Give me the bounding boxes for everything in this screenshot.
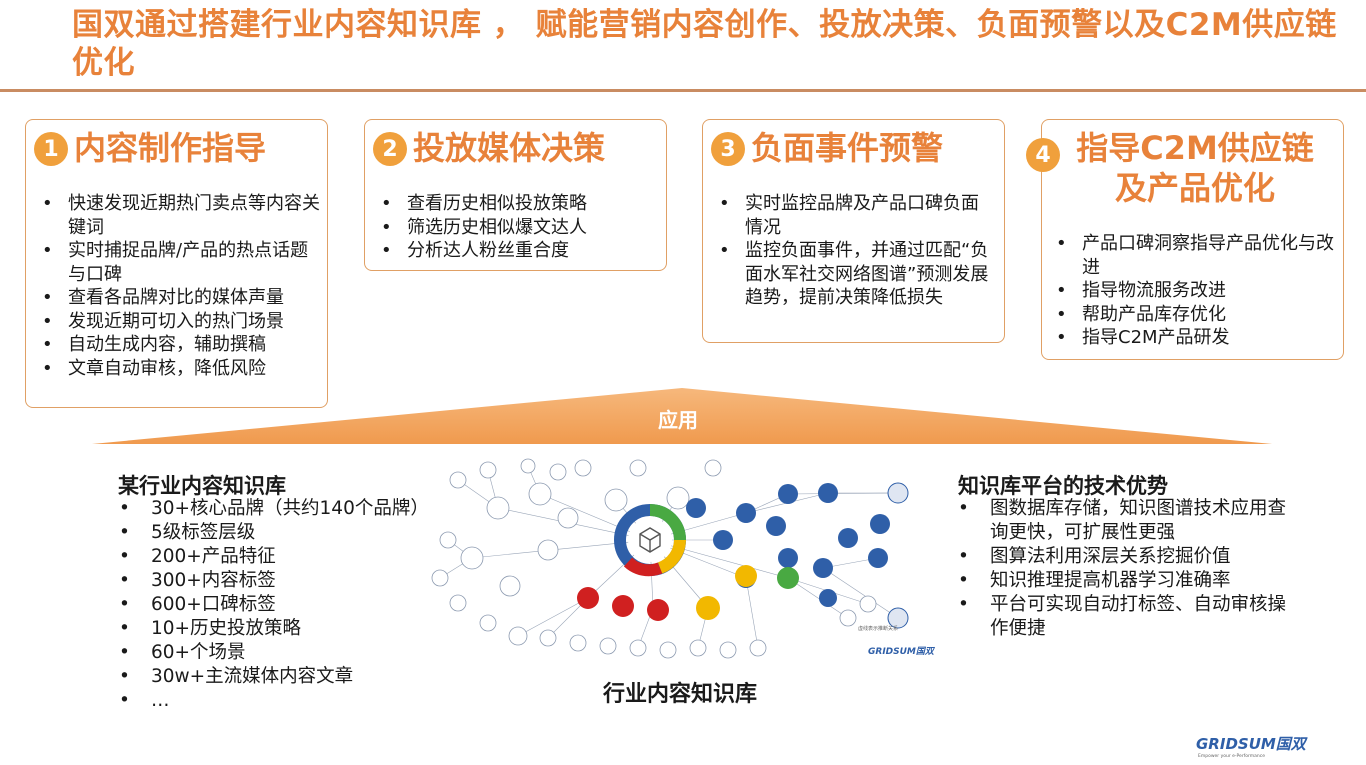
card-content-guidance: 1 内容制作指导 快速发现近期热门卖点等内容关键词 实时捕捉品牌/产品的热点话题… <box>25 119 328 408</box>
platform-advantages-list: 图数据库存储，知识图谱技术应用查询更快，可扩展性更强 图算法利用深层关系挖掘价值… <box>958 497 1288 641</box>
gridsum-logo-tagline: Empower your e-Performance <box>1198 753 1265 759</box>
list-item: 指导物流服务改进 <box>1050 279 1342 303</box>
list-item: 实时捕捉品牌/产品的热点话题与口碑 <box>36 239 326 286</box>
application-label: 应用 <box>658 408 698 432</box>
list-item: 实时监控品牌及产品口碑负面情况 <box>713 192 993 239</box>
graph-legend: 虚线表示推断关系 <box>858 625 898 632</box>
graph-colored-nodes <box>577 565 799 621</box>
list-item: 300+内容标签 <box>119 569 439 593</box>
graph-watermark: GRIDSUM国双 <box>868 646 936 657</box>
platform-advantages-title: 知识库平台的技术优势 <box>958 474 1168 498</box>
number-badge-2: 2 <box>373 132 407 166</box>
knowledge-base-stats-list: 30+核心品牌（共约140个品牌） 5级标签层级 200+产品特征 300+内容… <box>119 497 439 713</box>
list-item: 发现近期可切入的热门场景 <box>36 310 326 334</box>
list-item: 200+产品特征 <box>119 545 439 569</box>
card-bullet-list: 产品口碑洞察指导产品优化与改进 指导物流服务改进 帮助产品库存优化 指导C2M产… <box>1050 232 1342 350</box>
card-title: 负面事件预警 <box>751 129 944 167</box>
title-divider <box>0 89 1366 92</box>
list-item: 10+历史投放策略 <box>119 617 439 641</box>
card-bullet-list: 实时监控品牌及产品口碑负面情况 监控负面事件，并通过匹配“负面水军社交网络图谱”… <box>713 192 993 310</box>
graph-caption: 行业内容知识库 <box>602 682 757 707</box>
list-item: … <box>119 689 439 713</box>
card-negative-warning: 3 负面事件预警 实时监控品牌及产品口碑负面情况 监控负面事件，并通过匹配“负面… <box>702 119 1005 343</box>
list-item: 快速发现近期热门卖点等内容关键词 <box>36 192 326 239</box>
list-item: 30w+主流媒体内容文章 <box>119 665 439 689</box>
number-badge-1: 1 <box>34 132 68 166</box>
knowledge-graph-image: GRIDSUM国双 虚线表示推断关系 <box>431 458 936 659</box>
card-bullet-list: 查看历史相似投放策略 筛选历史相似爆文达人 分析达人粉丝重合度 <box>375 192 665 263</box>
list-item: 自动生成内容，辅助撰稿 <box>36 333 326 357</box>
card-c2m-supply-chain: 4 指导C2M供应链及产品优化 产品口碑洞察指导产品优化与改进 指导物流服务改进… <box>1026 119 1344 360</box>
cube-icon <box>639 527 661 553</box>
list-item: 图算法利用深层关系挖掘价值 <box>958 545 1288 569</box>
list-item: 查看各品牌对比的媒体声量 <box>36 286 326 310</box>
gridsum-logo-wordmark: GRIDSUM国双 <box>1196 735 1308 753</box>
list-item: 产品口碑洞察指导产品优化与改进 <box>1050 232 1342 279</box>
list-item: 监控负面事件，并通过匹配“负面水军社交网络图谱”预测发展趋势，提前决策降低损失 <box>713 239 993 310</box>
list-item: 文章自动审核，降低风险 <box>36 357 326 381</box>
number-badge-4: 4 <box>1026 138 1060 172</box>
graph-center-hub <box>614 504 686 577</box>
card-title: 内容制作指导 <box>74 129 267 167</box>
list-item: 图数据库存储，知识图谱技术应用查询更快，可扩展性更强 <box>958 497 1288 545</box>
page-title: 国双通过搭建行业内容知识库 ， 赋能营销内容创作、投放决策、负面预警以及C2M供… <box>72 7 1337 81</box>
card-title: 指导C2M供应链及产品优化 <box>1076 129 1314 207</box>
card-media-decision: 2 投放媒体决策 查看历史相似投放策略 筛选历史相似爆文达人 分析达人粉丝重合度 <box>364 119 667 271</box>
list-item: 5级标签层级 <box>119 521 439 545</box>
graph-small-nodes <box>431 458 877 659</box>
number-badge-3: 3 <box>711 132 745 166</box>
list-item: 筛选历史相似爆文达人 <box>375 216 665 240</box>
list-item: 平台可实现自动打标签、自动审核操作便捷 <box>958 593 1288 641</box>
card-bullet-list: 快速发现近期热门卖点等内容关键词 实时捕捉品牌/产品的热点话题与口碑 查看各品牌… <box>36 192 326 380</box>
gridsum-logo: GRIDSUM国双 Empower your e-Performance <box>1196 735 1308 759</box>
card-title: 投放媒体决策 <box>413 129 606 167</box>
list-item: 指导C2M产品研发 <box>1050 326 1342 350</box>
list-item: 帮助产品库存优化 <box>1050 303 1342 327</box>
list-item: 60+个场景 <box>119 641 439 665</box>
knowledge-base-title: 某行业内容知识库 <box>118 474 286 498</box>
list-item: 600+口碑标签 <box>119 593 439 617</box>
list-item: 30+核心品牌（共约140个品牌） <box>119 497 439 521</box>
list-item: 分析达人粉丝重合度 <box>375 239 665 263</box>
list-item: 查看历史相似投放策略 <box>375 192 665 216</box>
list-item: 知识推理提高机器学习准确率 <box>958 569 1288 593</box>
